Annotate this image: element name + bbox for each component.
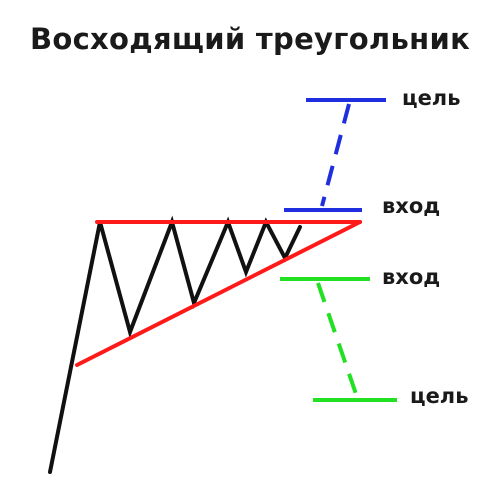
upper-projection-dashed <box>320 103 351 207</box>
lower-entry-label: вход <box>382 265 441 289</box>
diagram-title: Восходящий треугольник <box>29 22 471 56</box>
upper-target-label: цель <box>402 86 461 110</box>
lower-target-label: цель <box>410 384 469 408</box>
lower-projection-dashed <box>316 282 359 398</box>
upper-entry-label: вход <box>382 194 441 218</box>
support-line <box>75 220 362 367</box>
price-path <box>48 215 302 474</box>
